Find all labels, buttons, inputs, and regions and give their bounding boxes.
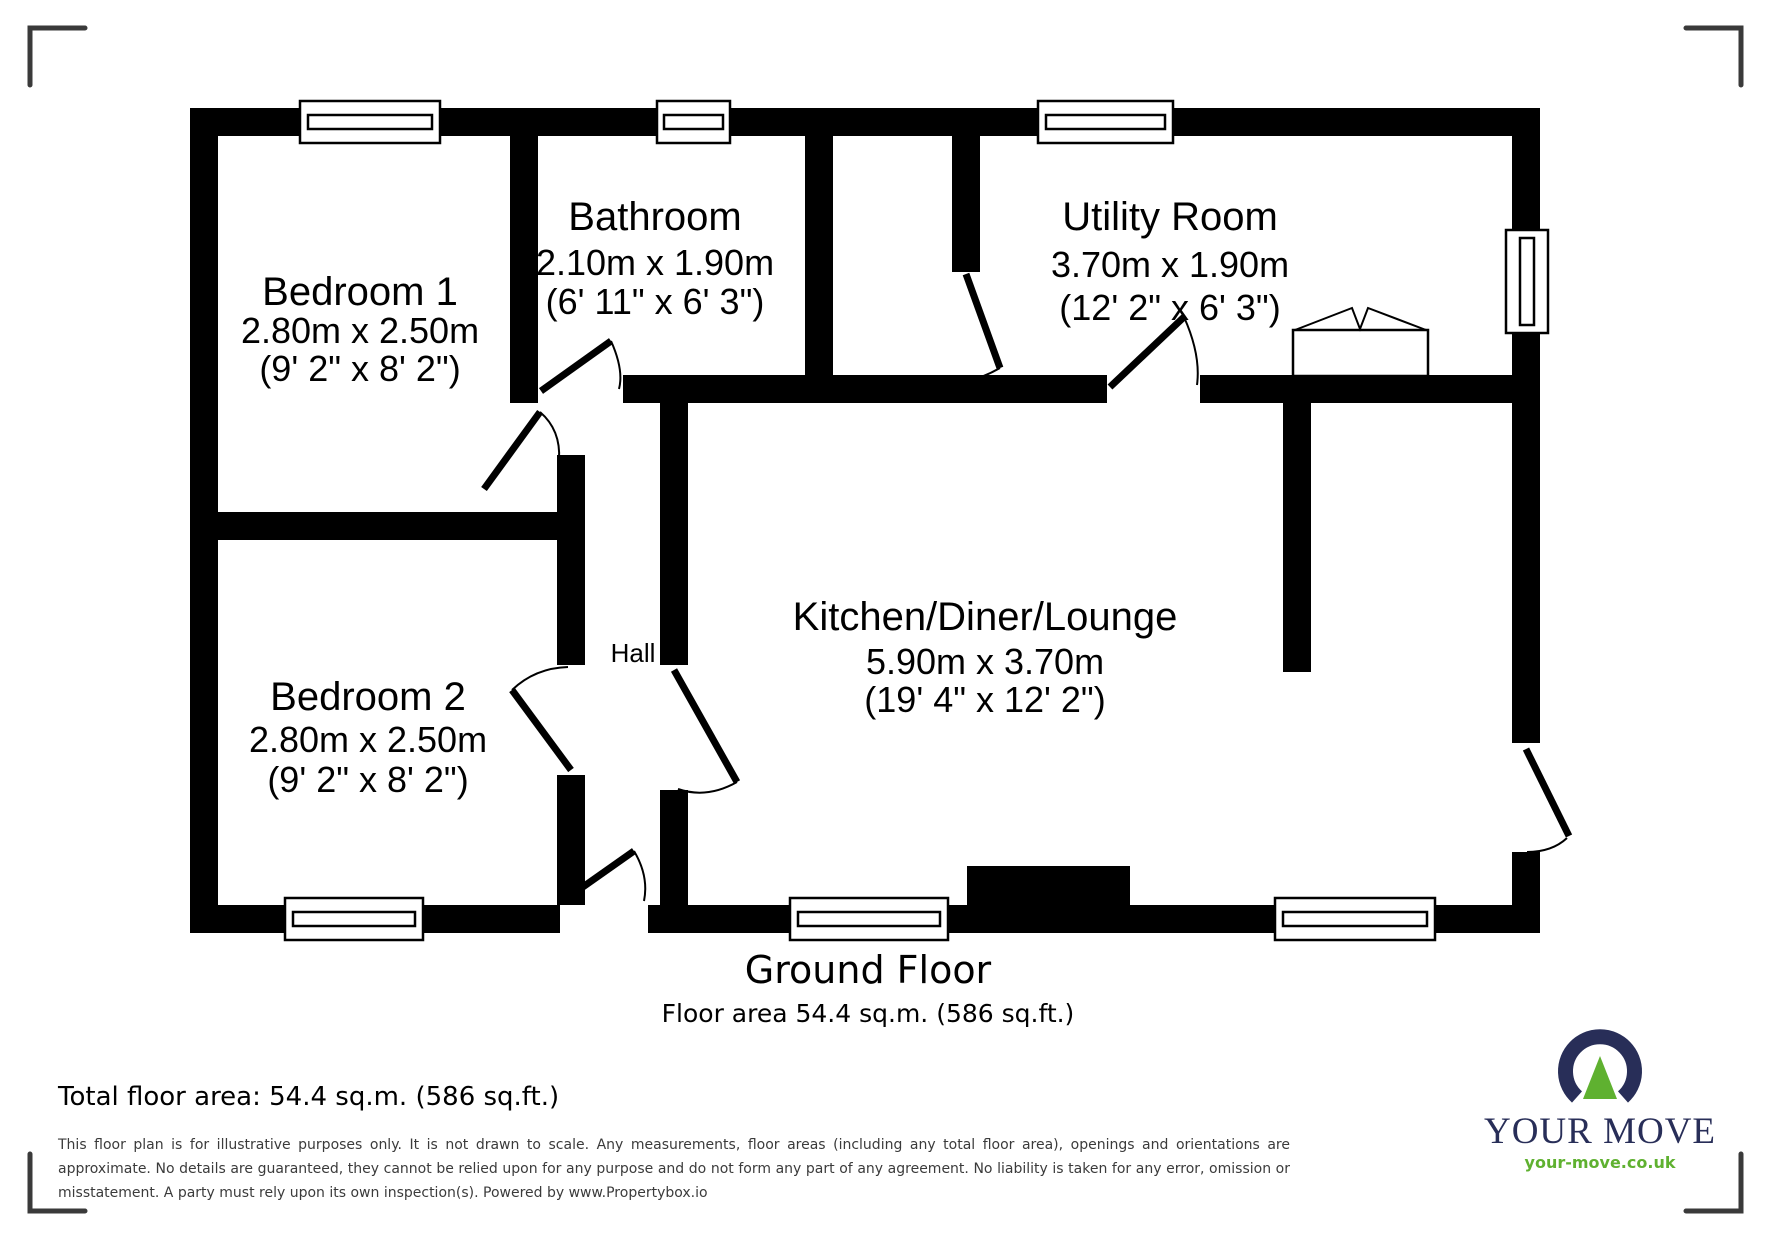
- wall-hall-left-lower: [557, 775, 585, 905]
- room-name-bedroom1: Bedroom 1: [262, 270, 458, 314]
- floor-caption: Ground Floor Floor area 54.4 sq.m. (586 …: [662, 948, 1075, 1028]
- floor-area-caption: Floor area 54.4 sq.m. (586 sq.ft.): [662, 999, 1075, 1028]
- window-icon: [1504, 228, 1550, 335]
- door-front-entrance: [560, 848, 647, 904]
- your-move-logo: YOUR MOVE your-move.co.uk: [1484, 1029, 1716, 1172]
- wall-bedroom1-bedroom2: [190, 512, 585, 540]
- walls: [190, 108, 1540, 933]
- room-dims-imperial: (9' 2" x 8' 2"): [267, 759, 468, 800]
- wall: [423, 905, 560, 933]
- wall: [948, 905, 1275, 933]
- window-icon: [1036, 99, 1175, 145]
- wall-bedroom1-bathroom: [510, 136, 538, 403]
- room-dims-imperial: (12' 2" x 6' 3"): [1059, 287, 1280, 328]
- room-name-hall: Hall: [611, 638, 656, 668]
- room-name-bedroom2: Bedroom 2: [270, 675, 466, 719]
- brand-url: your-move.co.uk: [1525, 1153, 1676, 1172]
- room-name-kitchen: Kitchen/Diner/Lounge: [793, 595, 1178, 639]
- corner-mark-top-left: [27, 25, 88, 88]
- wall-kitchen-divider: [1283, 403, 1311, 672]
- your-move-triangle-icon: [1583, 1056, 1617, 1099]
- wall: [1512, 333, 1540, 743]
- wall-hall-kitchen-top: [623, 375, 1107, 403]
- room-labels: Bedroom 1 2.80m x 2.50m (9' 2" x 8' 2") …: [241, 195, 1289, 800]
- door-utility: [1107, 314, 1199, 390]
- wall-utility-left: [952, 136, 980, 272]
- wall-hall-right-upper: [660, 403, 688, 665]
- room-dims-metric: 3.70m x 1.90m: [1051, 244, 1289, 285]
- door-bedroom2: [509, 666, 574, 773]
- wall: [730, 108, 1038, 136]
- corner-mark-bottom-right: [1683, 1151, 1744, 1214]
- your-move-logo-icon: [1558, 1029, 1642, 1103]
- room-dims-metric: 2.10m x 1.90m: [536, 242, 774, 283]
- wall-hall-right-lower: [660, 790, 688, 905]
- door-bathroom: [538, 338, 622, 394]
- door-cupboard-lobby: [901, 272, 1004, 389]
- window-icon: [298, 99, 442, 145]
- wall: [648, 905, 790, 933]
- door-kitchen: [670, 668, 741, 794]
- windows: [283, 99, 1550, 942]
- wall-hall-left-upper: [557, 455, 585, 665]
- page-corner-marks: [27, 25, 1744, 1214]
- storage-cupboard-icon: [1291, 306, 1430, 378]
- room-dims-imperial: (6' 11" x 6' 3"): [546, 281, 765, 322]
- window-icon: [1273, 896, 1437, 942]
- room-name-bathroom: Bathroom: [568, 195, 741, 239]
- corner-mark-bottom-left: [27, 1151, 88, 1214]
- window-icon: [655, 99, 732, 145]
- chimney-breast: [967, 866, 1130, 905]
- total-floor-area: Total floor area: 54.4 sq.m. (586 sq.ft.…: [58, 1082, 560, 1112]
- doors: [481, 272, 1573, 904]
- wall-bathroom-right: [805, 136, 833, 375]
- room-dims-metric: 5.90m x 3.70m: [866, 641, 1104, 682]
- room-dims-imperial: (9' 2" x 8' 2"): [259, 348, 460, 389]
- room-dims-metric: 2.80m x 2.50m: [249, 719, 487, 760]
- wall: [1512, 852, 1540, 933]
- window-icon: [283, 896, 425, 942]
- wall: [1173, 108, 1540, 136]
- wall: [440, 108, 657, 136]
- wall: [1512, 108, 1540, 230]
- room-dims-imperial: (19' 4" x 12' 2"): [864, 679, 1105, 720]
- floor-title: Ground Floor: [745, 948, 992, 992]
- window-icon: [788, 896, 950, 942]
- brand-name: YOUR MOVE: [1484, 1111, 1716, 1152]
- disclaimer-text: This floor plan is for illustrative purp…: [58, 1137, 1290, 1201]
- corner-mark-top-right: [1683, 25, 1744, 88]
- room-name-utility: Utility Room: [1062, 195, 1278, 239]
- door-bedroom1: [481, 409, 561, 492]
- wall-utility-kitchen: [1200, 375, 1512, 403]
- room-dims-metric: 2.80m x 2.50m: [241, 310, 479, 351]
- door-external-rear: [1522, 747, 1573, 853]
